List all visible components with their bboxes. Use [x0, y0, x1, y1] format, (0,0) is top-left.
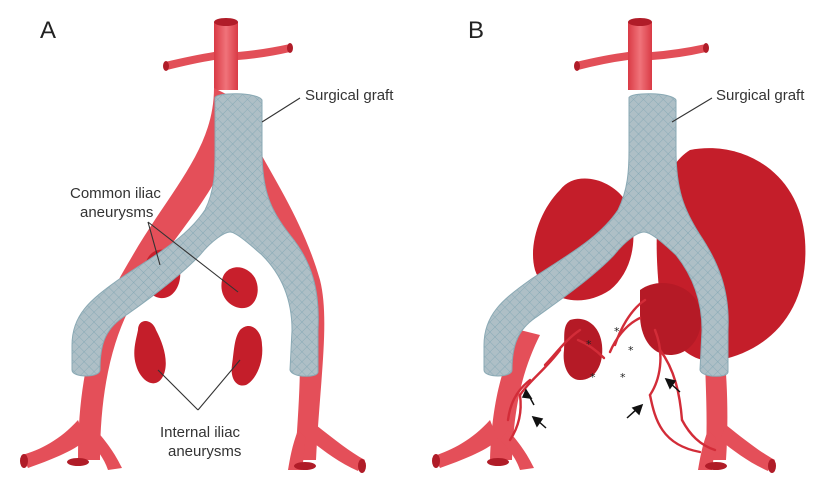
asterisk-4: *	[628, 344, 634, 357]
label-internal-iliac-2: aneurysms	[168, 443, 241, 460]
label-surgical-graft-b: Surgical graft	[716, 87, 805, 104]
panel-b: B	[432, 17, 805, 473]
aorta-b	[574, 18, 709, 90]
asterisk-1: *	[586, 338, 592, 351]
label-common-iliac-a-1: Common iliac	[70, 185, 161, 202]
label-internal-iliac-1: Internal iliac	[160, 424, 241, 441]
asterisk-5: *	[620, 371, 626, 384]
panel-a: A	[20, 17, 394, 473]
leader-graft-b	[672, 98, 712, 122]
panel-letter-b: B	[468, 17, 484, 44]
asterisk-2: *	[590, 371, 596, 384]
label-surgical-graft-a: Surgical graft	[305, 87, 394, 104]
internal-iliac-aneurysms-a	[134, 321, 262, 386]
label-common-iliac-a-2: aneurysms	[80, 204, 153, 221]
aorta-a	[163, 18, 293, 90]
asterisk-3: *	[614, 325, 620, 338]
panel-letter-a: A	[40, 17, 56, 44]
